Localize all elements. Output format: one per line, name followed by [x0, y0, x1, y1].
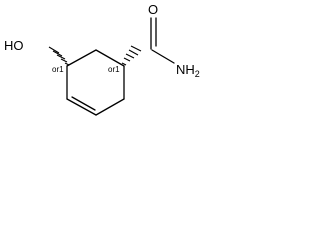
hashed-wedge-carboxamide: [121, 45, 142, 66]
bond-c1-c2: [95, 49, 125, 67]
bond-c4-c5: [66, 98, 97, 116]
stereo-label-right: or1: [108, 65, 120, 74]
carbonyl-oxygen-label: O: [148, 2, 158, 17]
bond-c5-c6: [95, 98, 125, 116]
chemical-structure-diagram: HO O NH2 or1 or1: [4, 2, 200, 116]
ring-bonds: [66, 49, 125, 116]
amide-bonds: [150, 17, 175, 64]
amide-nitrogen-label: NH2: [176, 62, 200, 79]
bond-c2-c3: [66, 49, 97, 67]
bond-c4-c5-double: [71, 96, 96, 111]
amide-nitrogen-subscript: 2: [195, 69, 200, 79]
bond-c-n: [151, 49, 175, 64]
hydroxyl-label: HO: [4, 38, 24, 53]
amide-nitrogen-text: NH: [176, 62, 195, 77]
hashed-wedge-hydroxyl: [48, 46, 70, 66]
stereo-label-left: or1: [52, 65, 64, 74]
